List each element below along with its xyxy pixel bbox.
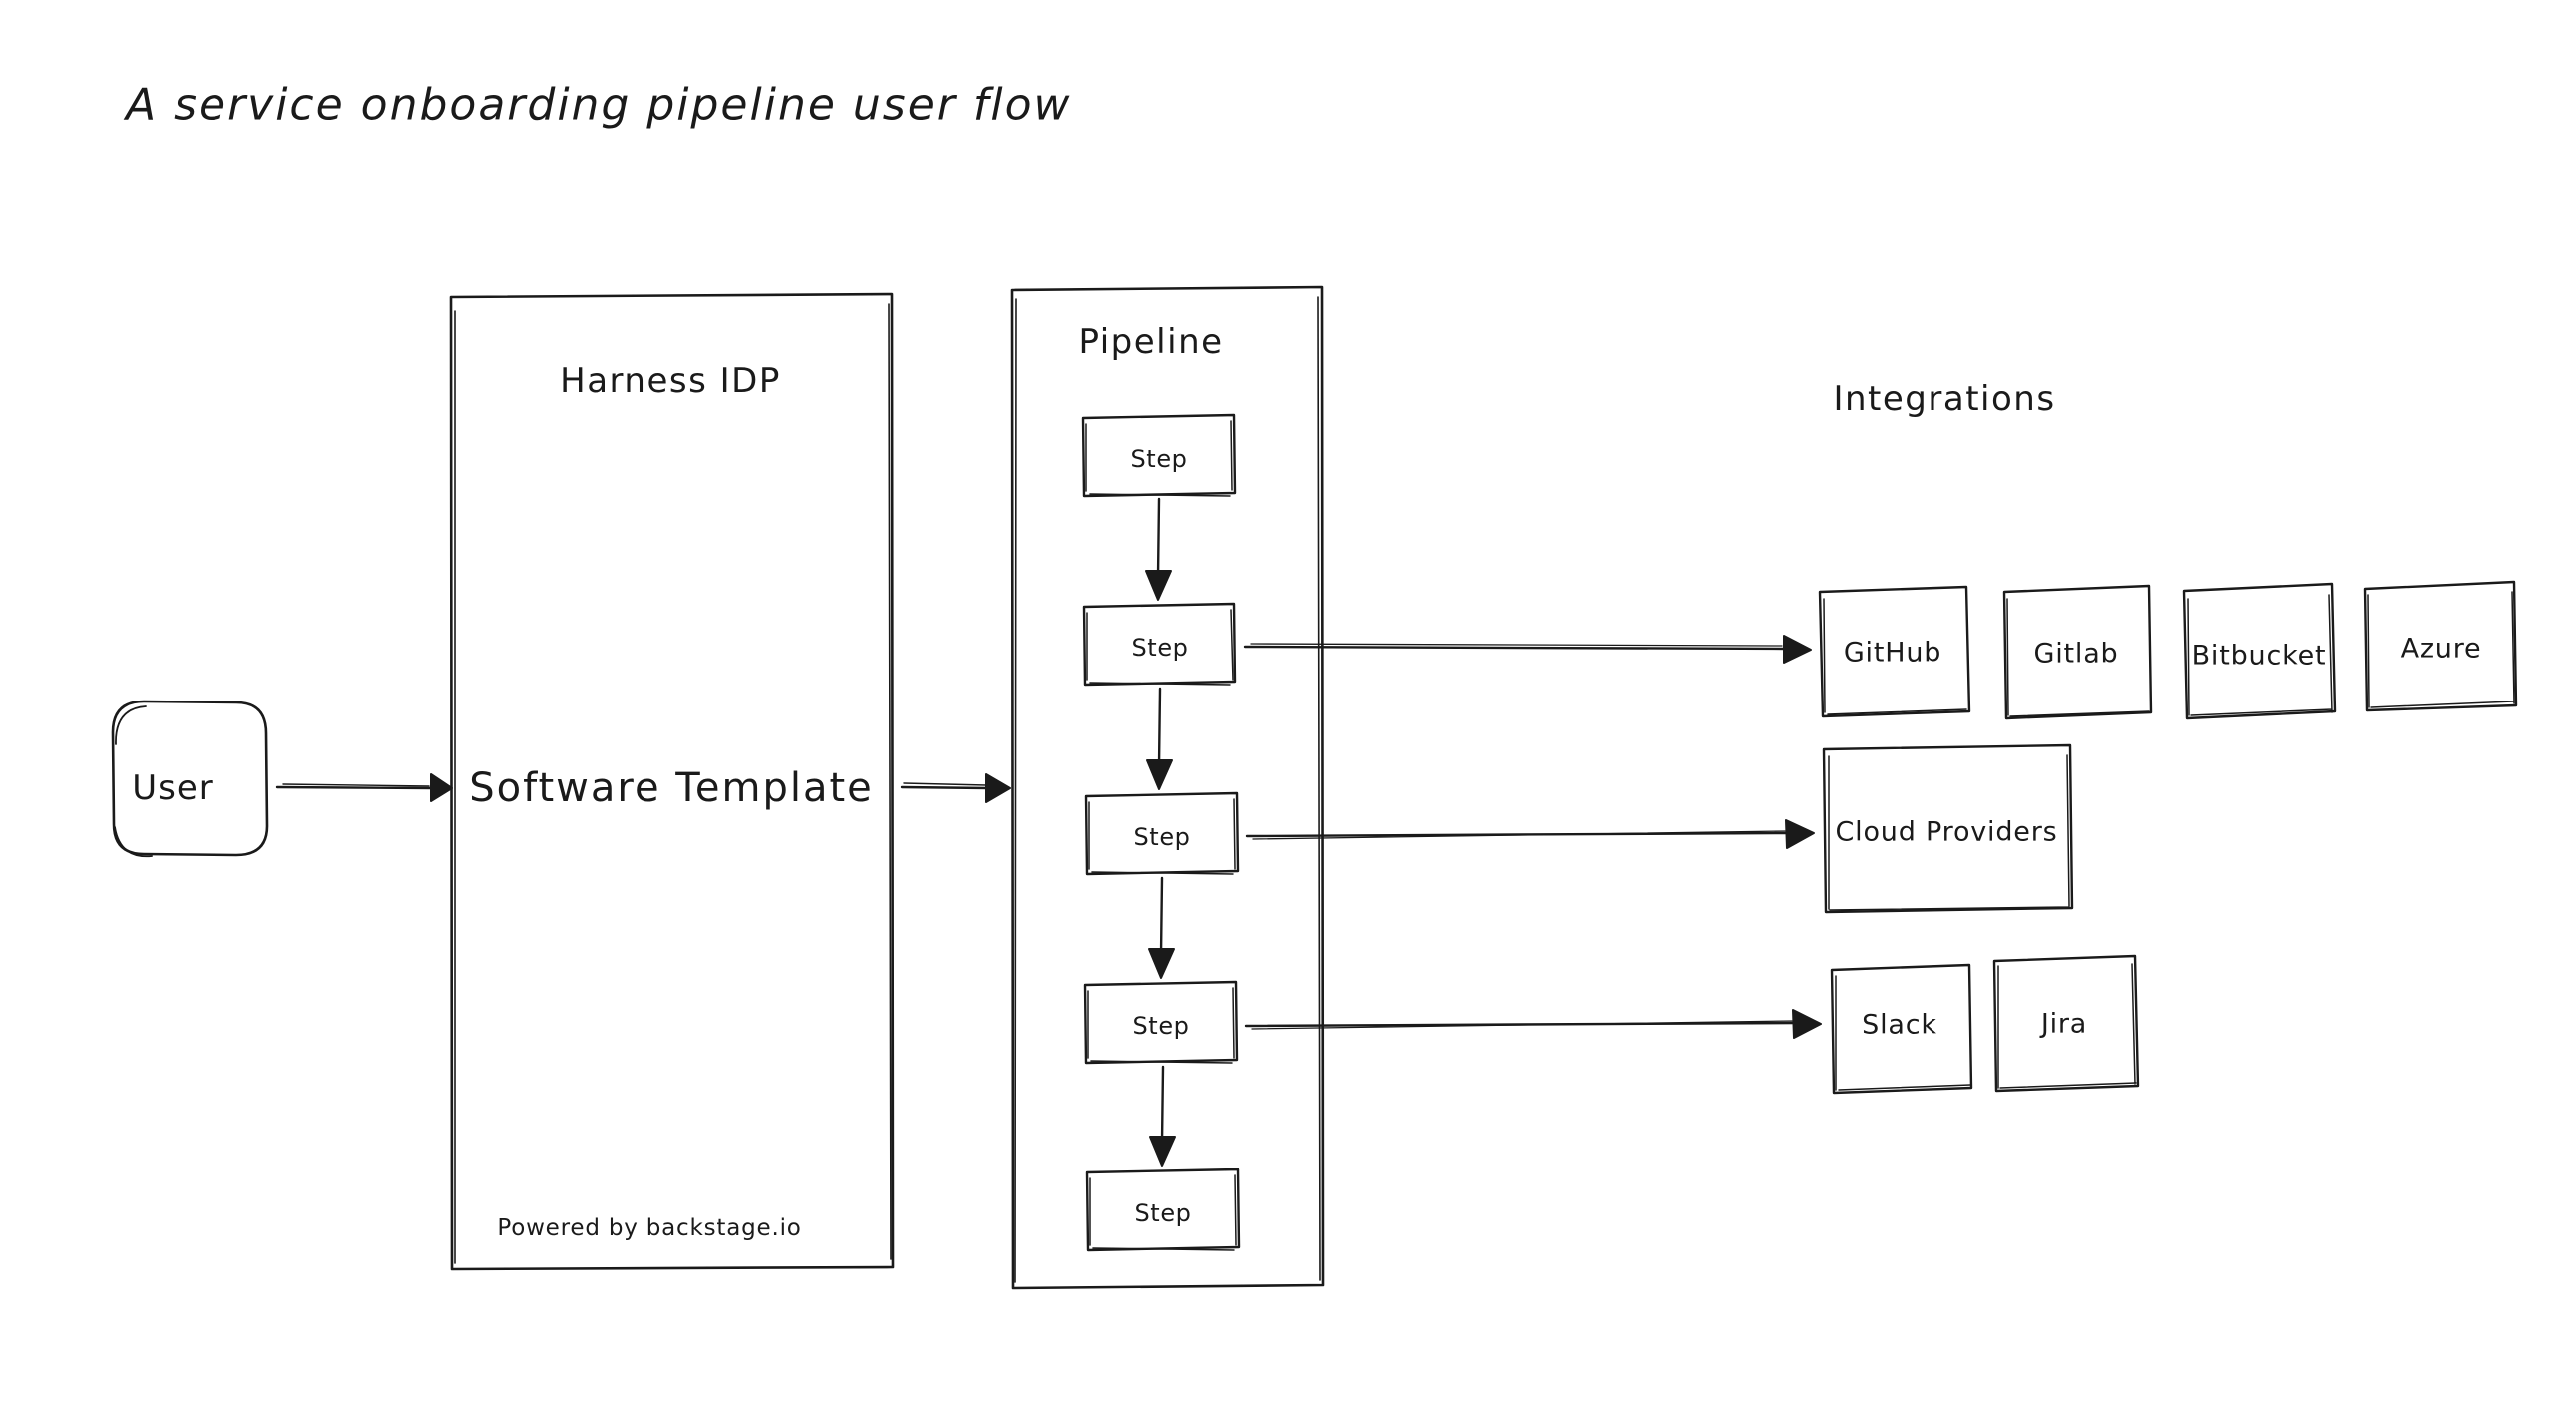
- integration-gitlab-label: Gitlab: [2033, 638, 2119, 670]
- pipeline-step-1-shape[interactable]: [1081, 413, 1237, 498]
- integration-cloud-providers-label: Cloud Providers: [1835, 816, 2058, 848]
- pipeline-step-3-label: Step: [1133, 823, 1191, 851]
- integration-bitbucket-label: Bitbucket: [2191, 640, 2327, 672]
- pipeline-step-4-label: Step: [1132, 1012, 1190, 1040]
- user-node-label: User: [132, 768, 214, 808]
- integration-gitlab-shape[interactable]: [2002, 584, 2153, 720]
- user-node-shape[interactable]: [111, 700, 269, 858]
- pipeline-step-2-label: Step: [1131, 634, 1189, 662]
- pipeline-step-3-shape[interactable]: [1084, 791, 1240, 876]
- integration-slack-shape[interactable]: [1830, 963, 1973, 1095]
- integration-bitbucket-shape[interactable]: [2182, 582, 2337, 720]
- integration-slack-label: Slack: [1862, 1009, 1937, 1041]
- integration-jira-label: Jira: [2040, 1008, 2088, 1040]
- pipeline-step-4-shape[interactable]: [1083, 980, 1239, 1065]
- pipeline-step-2-shape[interactable]: [1082, 602, 1237, 687]
- arrow-template-to-pipeline: [900, 773, 1011, 803]
- pipeline-step-1-label: Step: [1130, 445, 1188, 473]
- integration-cloud-providers-shape[interactable]: [1822, 743, 2074, 914]
- harness-idp-title: Harness IDP: [560, 361, 781, 401]
- pipeline-step-5-label: Step: [1134, 1199, 1192, 1227]
- arrow-step4-to-slack: [1244, 1009, 1822, 1039]
- software-template-label: Software Template: [469, 765, 874, 811]
- arrow-step2-to-step3: [1146, 687, 1173, 790]
- integration-azure-label: Azure: [2400, 633, 2482, 665]
- integration-azure-shape[interactable]: [2363, 580, 2518, 712]
- integration-github-shape[interactable]: [1818, 585, 1971, 718]
- arrow-step2-to-github: [1243, 635, 1812, 664]
- arrow-user-to-harness: [275, 773, 453, 802]
- pipeline-step-5-shape[interactable]: [1085, 1168, 1241, 1252]
- arrow-step4-to-step5: [1149, 1065, 1176, 1167]
- integrations-title: Integrations: [1833, 379, 2056, 419]
- arrow-step3-to-step4: [1148, 876, 1175, 979]
- arrow-step1-to-step2: [1145, 497, 1172, 601]
- arrow-step3-to-cloud-providers: [1245, 819, 1815, 849]
- integration-github-label: GitHub: [1843, 637, 1942, 669]
- backstage-footer-label: Powered by backstage.io: [497, 1215, 802, 1241]
- pipeline-title: Pipeline: [1078, 322, 1224, 362]
- integration-jira-shape[interactable]: [1992, 954, 2140, 1093]
- diagram-title: A service onboarding pipeline user flow: [126, 79, 1072, 131]
- harness-idp-container-shape[interactable]: [449, 292, 895, 1271]
